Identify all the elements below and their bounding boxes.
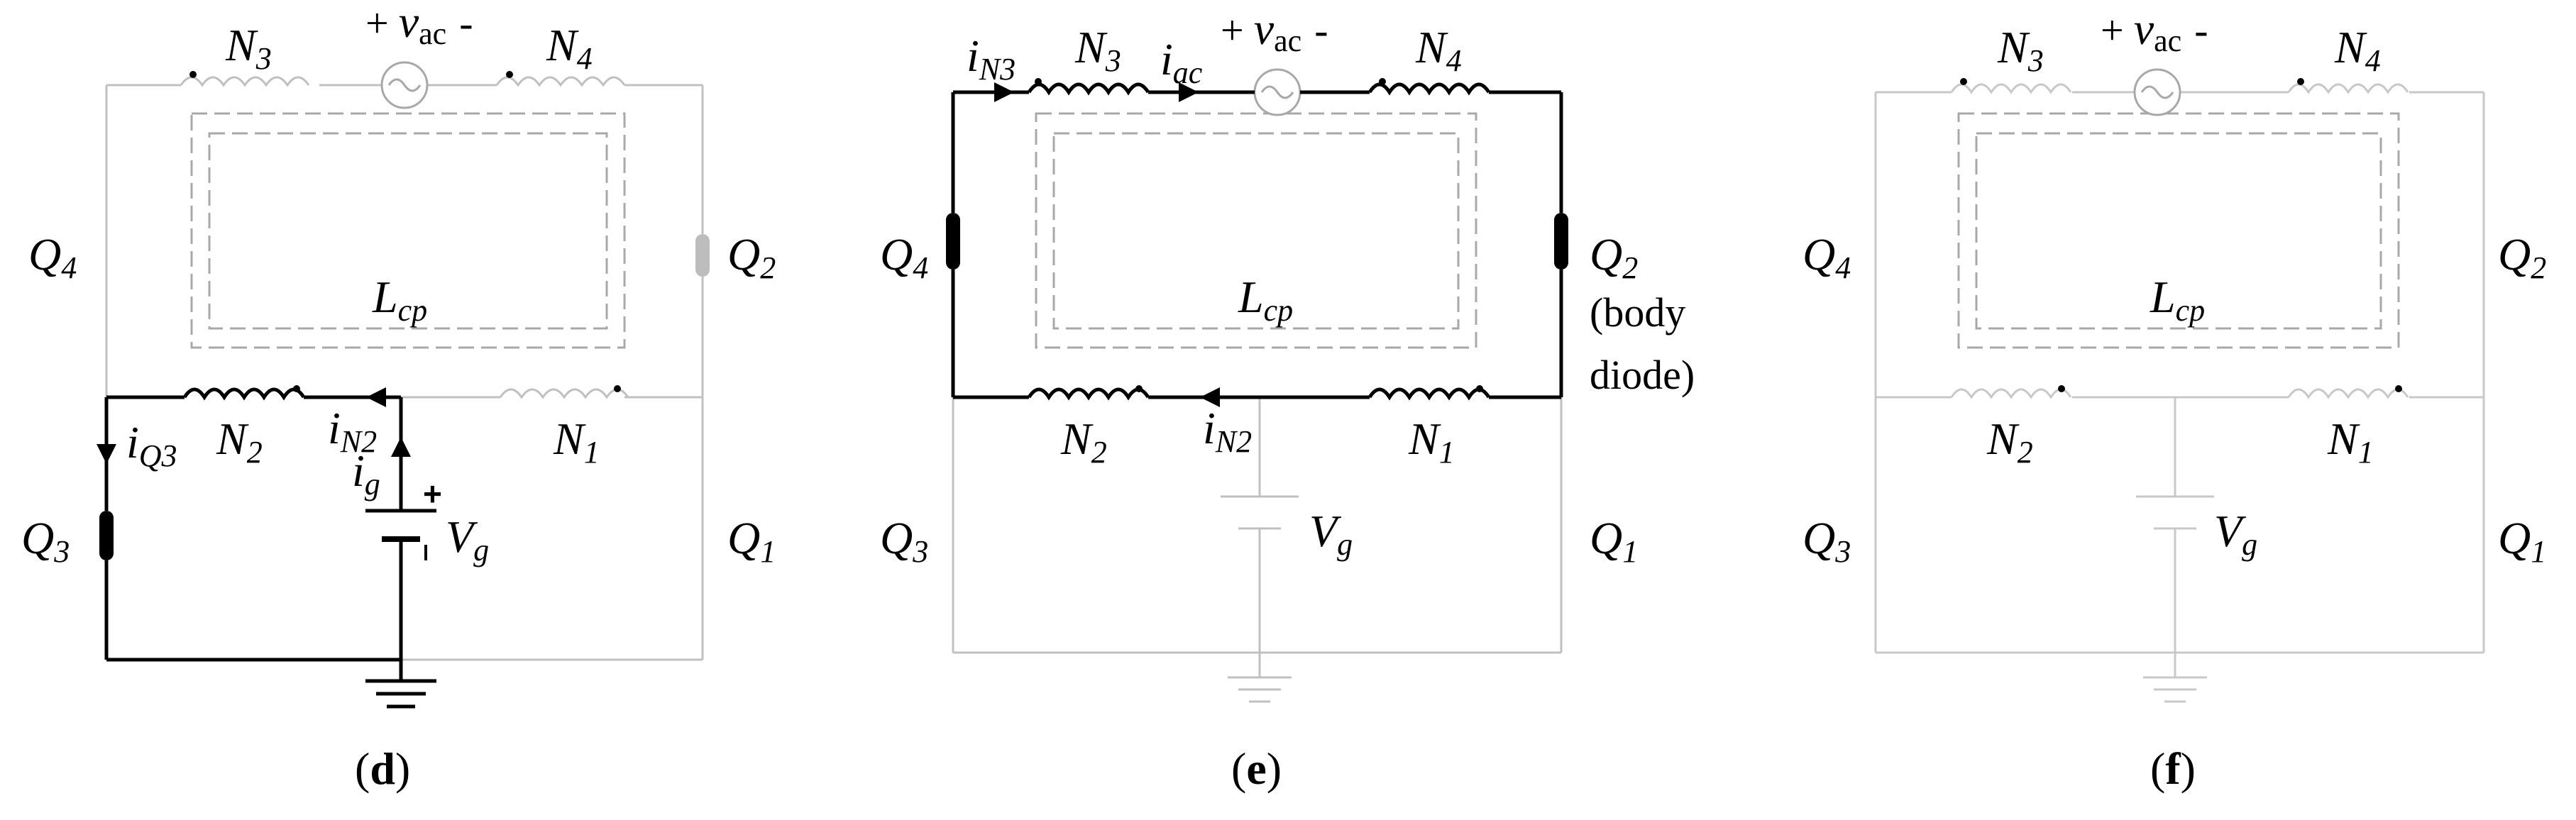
q1-label: Q1 bbox=[727, 513, 776, 569]
panel-e bbox=[946, 68, 1568, 703]
n1-label: N1 bbox=[553, 414, 600, 470]
iq3-label: iQ3 bbox=[126, 417, 177, 473]
inactive-wires bbox=[952, 397, 1563, 703]
body-diode-line1: (body bbox=[1590, 289, 1685, 336]
n4-label: N4 bbox=[2334, 22, 2381, 78]
core-outer bbox=[1035, 112, 1477, 349]
n2-label: N2 bbox=[1986, 414, 2033, 470]
n4-winding bbox=[495, 76, 626, 87]
vg-label: Vg bbox=[1309, 506, 1353, 562]
n1-label: N1 bbox=[1408, 414, 1455, 470]
panel-d-labels: +vac- N3 N4 Q4 Q2 Lcp iQ3 N2 iN2 ig N1 Q… bbox=[21, 0, 776, 794]
inactive-wires bbox=[1874, 83, 2485, 703]
inactive-wires bbox=[105, 84, 704, 661]
n2-label: N2 bbox=[1060, 414, 1107, 470]
lcp-label: Lcp bbox=[2150, 272, 2205, 328]
in2-label: iN2 bbox=[1203, 403, 1252, 459]
lcp-label: Lcp bbox=[1238, 272, 1293, 328]
active-path bbox=[951, 82, 1563, 401]
q3-label: Q3 bbox=[21, 513, 70, 569]
q4-label: Q4 bbox=[28, 229, 77, 285]
core-inner bbox=[1975, 132, 2382, 330]
caption-e: (e) bbox=[1231, 743, 1282, 794]
q1-label: Q1 bbox=[2498, 513, 2546, 569]
q2-label: Q2 bbox=[2498, 229, 2546, 285]
q1-label: Q1 bbox=[1590, 513, 1638, 569]
q2-label: Q2 bbox=[727, 229, 776, 285]
core-outer bbox=[190, 112, 626, 349]
n2-label: N2 bbox=[216, 414, 263, 470]
n4-label: N4 bbox=[1415, 22, 1462, 78]
iac-label: iac bbox=[1160, 34, 1203, 90]
q3-label: Q3 bbox=[880, 513, 928, 569]
q2-switch bbox=[1554, 213, 1568, 270]
core-outer bbox=[1957, 112, 2400, 349]
n1-label: N1 bbox=[2327, 414, 2374, 470]
q3-label: Q3 bbox=[1802, 513, 1851, 569]
q3-switch bbox=[99, 511, 114, 560]
ig-label: ig bbox=[352, 445, 380, 502]
panel-f bbox=[1874, 68, 2485, 703]
n3-label: N3 bbox=[1997, 22, 2044, 78]
svg-text:+vac-: +vac- bbox=[1221, 4, 1328, 58]
vg-label: Vg bbox=[446, 511, 489, 567]
q2-label: Q2 bbox=[1590, 229, 1638, 285]
n3-label: N3 bbox=[225, 20, 272, 76]
panel-e-labels: +vac- iN3 N3 iac N4 Q4 Q2 (body diode) L… bbox=[880, 4, 1695, 794]
q4-label: Q4 bbox=[1802, 229, 1851, 285]
panel-d: + bbox=[97, 61, 710, 709]
svg-text:+: + bbox=[423, 475, 442, 512]
core-inner bbox=[1052, 132, 1460, 330]
n1-winding bbox=[499, 388, 629, 399]
n4-label: N4 bbox=[546, 20, 593, 76]
vg-label: Vg bbox=[2214, 506, 2257, 562]
battery-icon bbox=[365, 509, 436, 542]
q4-switch bbox=[946, 213, 960, 270]
caption-f: (f) bbox=[2150, 743, 2196, 794]
body-diode-line2: diode) bbox=[1590, 352, 1695, 398]
ground-icon bbox=[365, 679, 436, 709]
q2-switch bbox=[695, 234, 710, 277]
n3-winding bbox=[180, 76, 310, 87]
in2-label: iN2 bbox=[328, 403, 377, 459]
lcp-label: Lcp bbox=[372, 272, 427, 328]
n3-label: N3 bbox=[1074, 22, 1121, 78]
q4-label: Q4 bbox=[880, 229, 928, 285]
caption-d: (d) bbox=[355, 743, 410, 794]
in3-label: iN3 bbox=[967, 31, 1015, 87]
svg-text:+vac-: +vac- bbox=[365, 0, 473, 51]
panel-f-labels: +vac- N3 N4 Q4 Q2 Lcp N2 N1 Q3 Vg Q1 (f) bbox=[1802, 4, 2546, 794]
svg-text:+vac-: +vac- bbox=[2101, 4, 2208, 58]
